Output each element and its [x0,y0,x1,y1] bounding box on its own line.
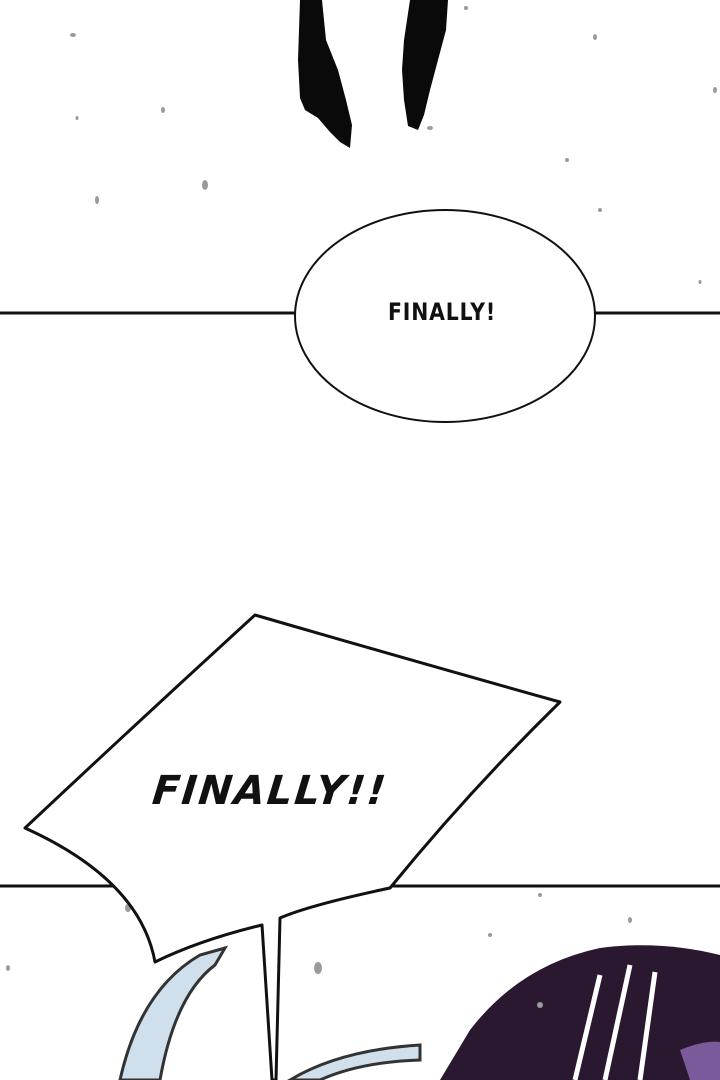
character-figure [118,945,720,1080]
hanging-legs-silhouette [298,0,448,148]
bubble-text-finally-shout: FINALLY!! [150,768,390,814]
shout-speech-bubble [23,613,562,1080]
bubble-text-finally: FINALLY! [388,298,497,326]
falling-debris-particles [70,6,717,284]
bottom-debris-particles [6,893,632,1008]
oval-speech-bubble [294,209,596,423]
